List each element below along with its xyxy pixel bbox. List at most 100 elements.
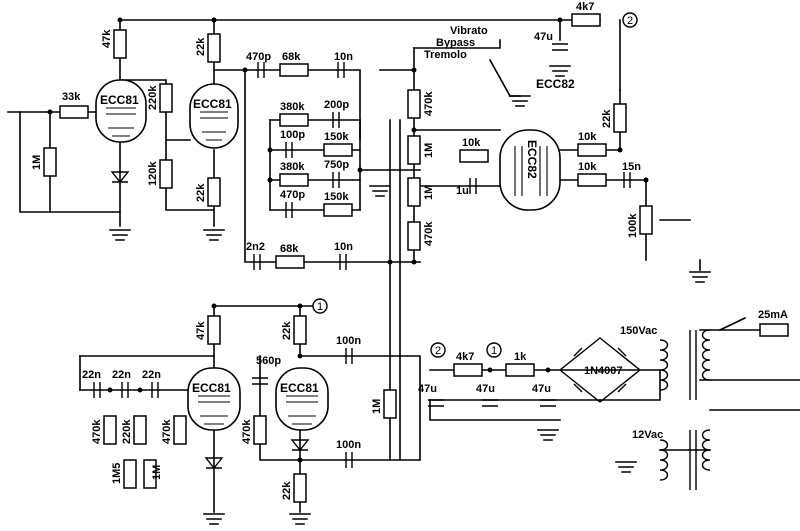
tube-v2-label: ECC81 [193,97,232,111]
cap-470p-a [257,62,265,78]
cap-750p [332,172,340,188]
power-labels: 1N4007 150Vac 12Vac 25mA [584,309,788,441]
resistor-470k-l3 [253,415,267,445]
svg-text:1M: 1M [423,185,435,200]
tube-labels: ECC81 ECC81 ECC82 ECC82 ECC81 ECC81 [100,77,575,395]
transformers [659,316,789,490]
capacitor-labels: 470p 10n 200p 100p 750p 470p 2n2 10n 1u … [82,31,641,451]
svg-text:470k: 470k [241,419,253,444]
tube-v1 [95,79,147,143]
ground-symbols [109,65,711,525]
cap-100p [285,142,293,158]
cap-47u-3 [540,399,556,407]
svg-text:10k: 10k [462,137,481,149]
tube-v4 [187,367,241,431]
svg-text:22k: 22k [281,321,293,340]
resistor-47k-lfo [207,315,221,345]
svg-text:470k: 470k [161,419,173,444]
cap-1u [469,178,477,194]
switch-labels: Vibrato Bypass Tremolo [424,25,488,61]
svg-text:22n: 22n [82,369,101,381]
svg-text:470k: 470k [91,419,103,444]
svg-text:750p: 750p [324,159,349,171]
v150-label: 150Vac [620,325,657,337]
resistor-1M-v1 [407,135,421,165]
led-2 [204,457,224,470]
svg-text:150k: 150k [324,191,349,203]
cap-2n2 [253,254,261,270]
cap-560p [252,377,268,385]
resistor-380k-b [279,173,309,187]
svg-text:68k: 68k [282,51,301,63]
transformer-150vac [659,339,669,391]
cap-10n-a [337,62,345,78]
pot-1M-lfo [143,459,157,489]
svg-text:100n: 100n [336,439,361,451]
resistor-1M5 [123,459,137,489]
svg-text:380k: 380k [280,161,305,173]
svg-text:200p: 200p [324,99,349,111]
led-1 [110,171,130,184]
svg-text:220k: 220k [121,419,133,444]
bridge-label: 1N4007 [584,365,623,377]
svg-text:47k: 47k [101,29,113,48]
resistor-220k-l [133,415,147,445]
svg-text:68k: 68k [280,243,299,255]
connection-nodes: 2 1 2 1 [312,12,638,358]
resistor-22k-b [207,177,221,207]
svg-text:47u: 47u [476,383,495,395]
bridge-rectifier [558,337,642,403]
svg-text:22k: 22k [601,109,613,128]
mains-switch [718,316,747,332]
resistors [43,13,653,503]
svg-text:1M5: 1M5 [111,463,123,484]
svg-text:150k: 150k [324,131,349,143]
resistor-10k-p2 [577,173,607,187]
cap-10n-b [339,254,347,270]
switch-bypass-label: Bypass [436,37,475,49]
svg-text:33k: 33k [62,91,81,103]
svg-text:1k: 1k [514,351,527,363]
cap-200p [332,112,340,128]
led-3 [290,439,310,452]
tube-v3-label: ECC82 [525,140,539,179]
svg-text:10n: 10n [334,241,353,253]
resistor-1M-in [43,147,57,177]
svg-text:10k: 10k [578,131,597,143]
resistor-150k-b [323,203,353,217]
svg-text:47k: 47k [195,321,207,340]
svg-text:1M: 1M [31,155,43,170]
cap-47u-2 [482,399,498,407]
svg-text:47u: 47u [532,383,551,395]
cap-47u-top [552,43,568,51]
resistor-470k-v2 [407,221,421,251]
svg-text:22n: 22n [142,369,161,381]
resistor-220k [159,83,173,113]
cap-22n-3 [151,382,159,398]
semiconductors [110,171,642,470]
resistor-33k [59,105,89,119]
svg-text:22n: 22n [112,369,131,381]
svg-text:120k: 120k [147,161,159,186]
fuse-25mA [759,323,789,337]
svg-text:2n2: 2n2 [246,241,265,253]
switch-tremolo-label: Tremolo [424,49,467,61]
resistor-10k-p1 [577,143,607,157]
resistor-4k7-ps [453,363,483,377]
node-1-lfo: 1 [317,301,323,313]
svg-text:470p: 470p [280,189,305,201]
resistor-4k7-top [571,13,601,27]
tube-v3-outside-label: ECC82 [536,77,575,91]
tube-v2 [189,83,239,149]
svg-text:220k: 220k [147,85,159,110]
svg-text:4k7: 4k7 [456,351,474,363]
node-2-top: 2 [627,15,633,27]
svg-text:380k: 380k [280,101,305,113]
svg-text:1M: 1M [423,143,435,158]
resistor-22k-p [613,103,627,133]
tubes [95,79,561,431]
cap-100n-b [345,452,353,468]
capacitors [93,43,631,468]
resistor-470k-l1 [103,415,117,445]
